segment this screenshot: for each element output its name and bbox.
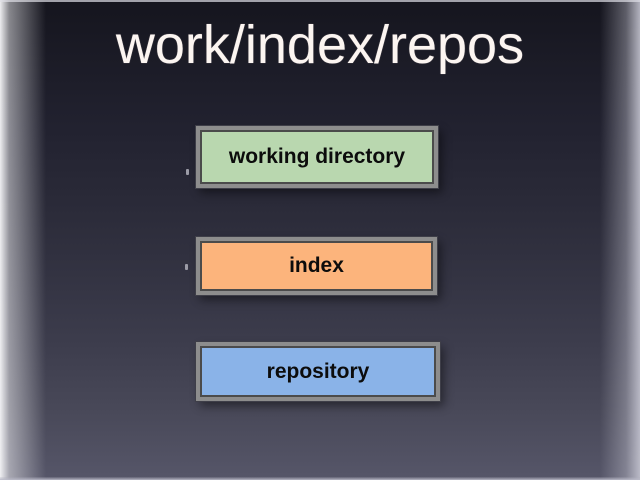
- box-working-directory: working directory: [196, 126, 438, 188]
- box-index-label: index: [289, 254, 344, 277]
- box-repository-fill: repository: [200, 346, 436, 397]
- box-repository: repository: [196, 342, 440, 401]
- top-edge-highlight: [0, 0, 640, 2]
- box-working-directory-fill: working directory: [200, 130, 434, 184]
- connector-stub-working-directory: [186, 169, 189, 175]
- slide-title: work/index/repos: [115, 15, 525, 75]
- box-repository-label: repository: [266, 359, 370, 383]
- box-working-directory-label: working directory: [228, 145, 406, 168]
- box-index-fill: index: [200, 241, 433, 291]
- connector-stub-index: [185, 264, 188, 270]
- box-index: index: [196, 237, 437, 295]
